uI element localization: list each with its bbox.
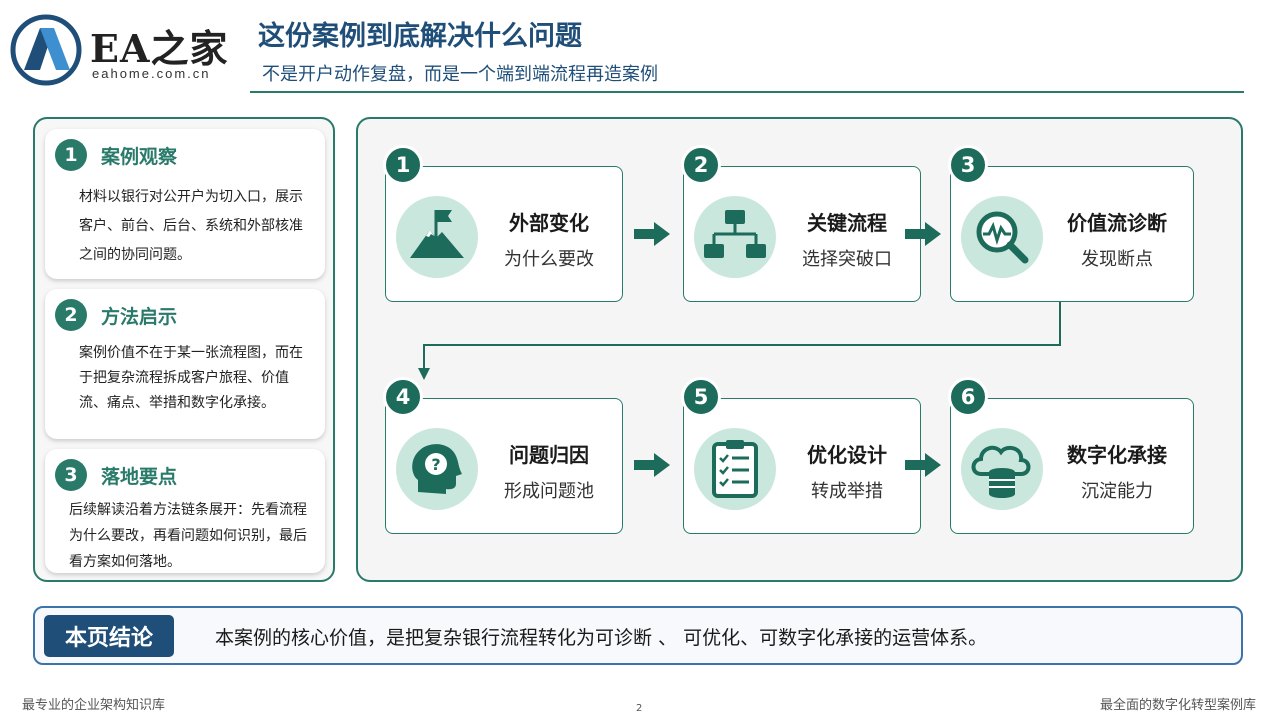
header-divider — [250, 91, 1244, 93]
flow-step-5: 5 优化设计 转成举措 — [681, 377, 921, 534]
cloud-database-icon — [961, 428, 1043, 510]
mountain-flag-icon — [396, 196, 478, 278]
hierarchy-icon — [694, 196, 776, 278]
conclusion-bar: 本页结论 本案例的核心价值，是把复杂银行流程转化为可诊断 、 可优化、可数字化承… — [33, 606, 1243, 665]
flow-step-2: 2 关键流程 选择突破口 — [681, 145, 921, 302]
clipboard-checklist-icon — [694, 428, 776, 510]
brand-logo: EA之家 eahome.com.cn — [10, 14, 250, 86]
note-body: 后续解读沿着方法链条展开：先看流程为什么要改，再看问题如何识别，最后看方案如何落… — [69, 502, 307, 570]
arrow-right-icon — [905, 222, 941, 246]
flow-step-4: 4 ? 问题归因 形成问题池 — [383, 377, 623, 534]
arrow-right-icon — [634, 453, 670, 477]
note-number: 1 — [55, 139, 87, 171]
step-title: 价值流诊断 — [1067, 211, 1167, 235]
step-number: 4 — [383, 377, 423, 417]
note-card-landing: 3 落地要点 后续解读沿着方法链条展开：先看流程为什么要改，再看问题如何识别，最… — [45, 449, 325, 573]
arrow-right-icon — [634, 222, 670, 246]
brand-name: EA之家 — [90, 26, 229, 71]
step-number: 3 — [948, 145, 988, 185]
svg-text:?: ? — [431, 455, 440, 474]
step-title: 关键流程 — [807, 211, 887, 235]
magnifier-pulse-icon — [961, 196, 1043, 278]
note-body: 案例价值不在于某一张流程图，而在于把复杂流程拆成客户旅程、价值流、痛点、举措和数… — [79, 345, 303, 411]
step-number: 2 — [681, 145, 721, 185]
flow-panel: 1 外部变化 为什么要改 2 — [356, 117, 1243, 582]
footer-right-text: 最全面的数字化转型案例库 — [1099, 698, 1256, 713]
note-title: 方法启示 — [101, 306, 178, 328]
note-number: 2 — [55, 299, 87, 331]
flow-step-1: 1 外部变化 为什么要改 — [383, 145, 623, 302]
note-card-method: 2 方法启示 案例价值不在于某一张流程图，而在于把复杂流程拆成客户旅程、价值流、… — [45, 289, 325, 439]
step-subtitle: 形成问题池 — [504, 481, 594, 502]
conclusion-text: 本案例的核心价值，是把复杂银行流程转化为可诊断 、 可优化、可数字化承接的运营体… — [215, 627, 988, 649]
step-number: 6 — [948, 377, 988, 417]
brand-url: eahome.com.cn — [92, 66, 211, 81]
step-number: 1 — [383, 145, 423, 185]
page-title: 这份案例到底解决什么问题 — [258, 21, 582, 52]
step-title: 问题归因 — [509, 443, 589, 467]
step-title: 优化设计 — [807, 443, 887, 467]
conclusion-badge: 本页结论 — [44, 615, 174, 657]
connector-arrow-icon — [418, 302, 1061, 380]
step-subtitle: 转成举措 — [811, 481, 883, 502]
step-subtitle: 选择突破口 — [802, 249, 892, 270]
page-subtitle: 不是开户动作复盘，而是一个端到端流程再造案例 — [262, 64, 658, 85]
ea-logo-icon — [10, 14, 82, 86]
note-number: 3 — [55, 459, 87, 491]
step-subtitle: 发现断点 — [1081, 249, 1153, 270]
step-title: 数字化承接 — [1067, 443, 1167, 467]
flow-step-3: 3 价值流诊断 发现断点 — [948, 145, 1194, 302]
page-number: 2 — [636, 703, 643, 714]
head-question-icon: ? — [396, 428, 478, 510]
note-title: 案例观察 — [101, 146, 178, 168]
note-title: 落地要点 — [101, 466, 178, 488]
step-subtitle: 为什么要改 — [504, 249, 594, 270]
notes-panel: 1 案例观察 材料以银行对公开户为切入口，展示客户、前台、后台、系统和外部核准之… — [33, 117, 335, 582]
step-title: 外部变化 — [509, 211, 589, 235]
step-number: 5 — [681, 377, 721, 417]
step-subtitle: 沉淀能力 — [1081, 481, 1153, 502]
note-card-observation: 1 案例观察 材料以银行对公开户为切入口，展示客户、前台、后台、系统和外部核准之… — [45, 129, 325, 279]
footer-left-text: 最专业的企业架构知识库 — [22, 698, 166, 713]
arrow-right-icon — [905, 453, 941, 477]
note-body: 材料以银行对公开户为切入口，展示客户、前台、后台、系统和外部核准之间的协同问题。 — [79, 189, 303, 263]
flow-step-6: 6 数字化承接 沉淀能力 — [948, 377, 1194, 534]
